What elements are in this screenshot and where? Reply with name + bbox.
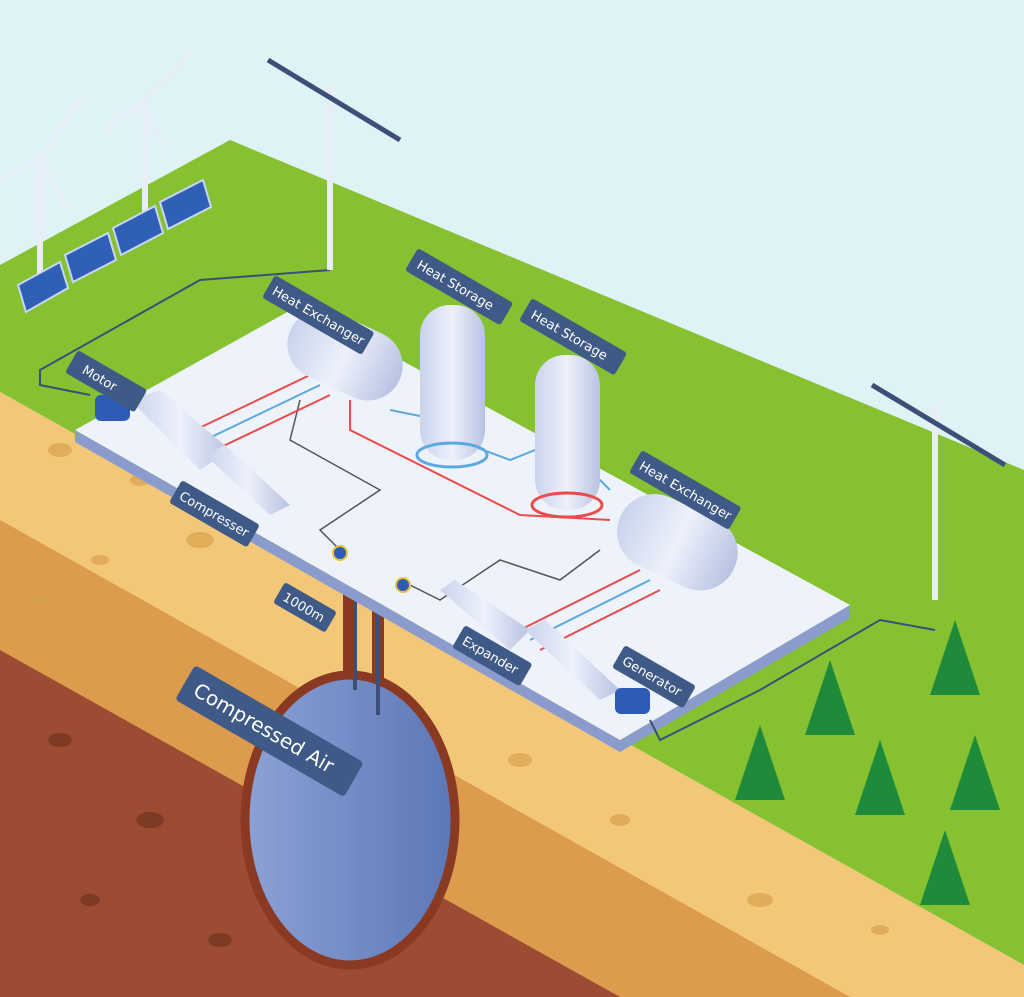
platform xyxy=(75,305,850,740)
heat-exchanger-2 xyxy=(617,494,738,591)
heat-exchanger-1 xyxy=(287,309,403,401)
wind-turbines xyxy=(0,53,190,278)
expander xyxy=(440,580,620,700)
deep-soil-spots xyxy=(48,733,232,947)
trees xyxy=(735,620,1000,905)
valve-2 xyxy=(395,577,411,593)
solar-panels xyxy=(16,178,213,314)
power-pylons xyxy=(327,85,938,600)
heat-storage-1 xyxy=(415,305,489,469)
generator xyxy=(615,688,650,714)
compressor xyxy=(130,390,290,515)
heat-storage-2 xyxy=(530,355,604,519)
soil-spots xyxy=(30,443,889,935)
valve-1 xyxy=(332,545,348,561)
